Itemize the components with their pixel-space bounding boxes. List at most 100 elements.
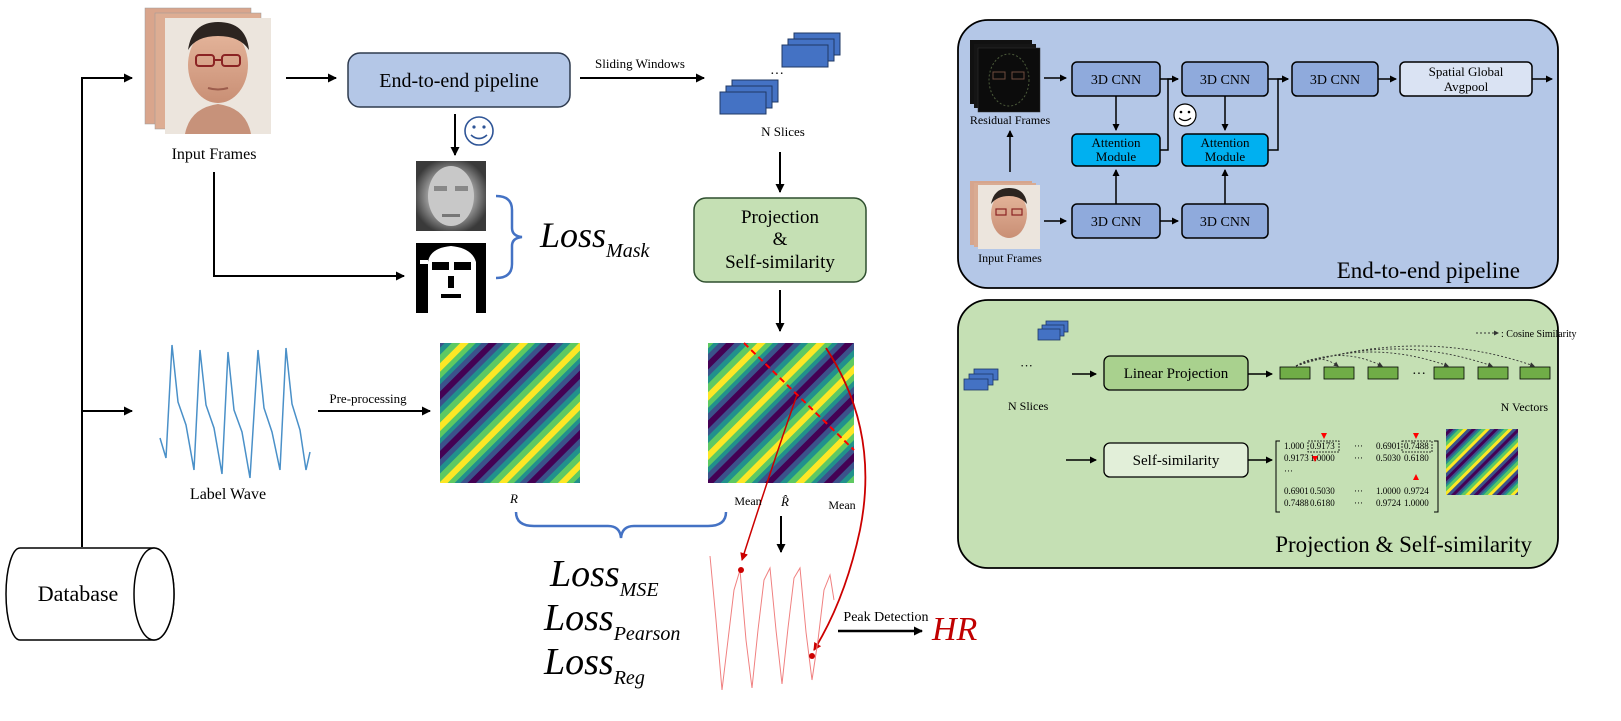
peak-detection-label: Peak Detection (843, 610, 928, 625)
matrix-cell: ··· (1284, 466, 1293, 476)
matrix-cell: 0.9724 (1404, 486, 1429, 496)
r-rhat-brace (514, 511, 728, 539)
panel-projection-title: Projection & Self-similarity (1275, 532, 1532, 557)
svg-text:Attention: Attention (1091, 135, 1141, 150)
rhat-label: R̂ (780, 494, 789, 509)
database-cylinder: Database (5, 547, 175, 641)
svg-text:Avgpool: Avgpool (1444, 79, 1489, 94)
svg-text:3D CNN: 3D CNN (1310, 73, 1360, 88)
pipeline-box: End-to-end pipeline (347, 52, 571, 108)
matrix-cell: 0.7488 (1404, 441, 1429, 451)
svg-text:Module: Module (1096, 149, 1137, 164)
residual-frames-label: Residual Frames (970, 113, 1051, 127)
label-wave-label: Label Wave (190, 486, 266, 503)
n-slices-icon: ··· (719, 32, 841, 115)
binary-mask-image (416, 243, 486, 313)
matrix-cell: 0.9173 (1310, 441, 1335, 451)
label-wave-plot (159, 344, 311, 479)
svg-text:3D CNN: 3D CNN (1091, 215, 1141, 230)
cnn-top-2: 3D CNN (1181, 61, 1269, 97)
residual-frames-image (970, 40, 1041, 113)
projection-line2: & (773, 229, 788, 250)
panel-projection: ··· N Slices Linear Projection ··· (957, 299, 1577, 569)
svg-text:Self-similarity: Self-similarity (1133, 453, 1220, 469)
self-similarity-map-small (1446, 429, 1518, 495)
svg-text:···: ··· (1412, 367, 1426, 382)
mask-brace (495, 194, 523, 280)
cnn-bottom-2: 3D CNN (1181, 203, 1269, 239)
matrix-cell: 0.5030 (1310, 486, 1335, 496)
matrix-cell: ··· (1354, 441, 1363, 451)
svg-text:LossReg: LossReg (543, 641, 645, 689)
svg-text:LossMask: LossMask (539, 215, 650, 262)
predicted-mask-image (416, 161, 486, 231)
database-label: Database (38, 581, 119, 606)
matrix-cell: 0.9724 (1376, 498, 1401, 508)
matrix-cell: 0.7488 (1284, 498, 1309, 508)
attention-module-2: Attention Module (1181, 133, 1269, 167)
matrix-cell: 0.5030 (1376, 453, 1401, 463)
svg-text:3D CNN: 3D CNN (1200, 215, 1250, 230)
matrix-cell: 1.000 (1284, 441, 1305, 451)
preprocessing-label: Pre-processing (329, 391, 407, 406)
svg-text:LossMSE: LossMSE (549, 553, 659, 601)
input-frames-stack (144, 7, 271, 134)
sliding-windows-label: Sliding Windows (595, 56, 685, 71)
projection-line1: Projection (741, 207, 820, 228)
mean-arrow-right (813, 347, 867, 651)
matrix-cell: ··· (1354, 498, 1363, 508)
svg-text:···: ··· (1020, 358, 1033, 373)
linear-projection-box: Linear Projection (1103, 355, 1249, 391)
arrow-attn1-to-cnn2 (1160, 78, 1178, 151)
matrix-cell: 0.6180 (1310, 498, 1335, 508)
svg-text:Linear Projection: Linear Projection (1124, 366, 1229, 382)
cnn-bottom-1: 3D CNN (1071, 203, 1161, 239)
cnn-top-3: 3D CNN (1291, 61, 1379, 97)
input-frames-small-label: Input Frames (978, 251, 1042, 265)
svg-text:Spatial Global: Spatial Global (1429, 64, 1504, 79)
output-signal-plot (709, 555, 835, 691)
projection-line3: Self-similarity (725, 252, 835, 273)
matrix-cell: 0.9173 (1284, 453, 1309, 463)
svg-text:Attention: Attention (1200, 135, 1250, 150)
hr-label: HR (931, 611, 978, 648)
attention-module-1: Attention Module (1071, 133, 1161, 167)
r-stripe-map (440, 343, 580, 483)
input-frames-small-image (970, 181, 1040, 249)
smiley-icon (464, 116, 494, 146)
matrix-cell: 1.0000 (1376, 486, 1401, 496)
loss-mask-label: LossMask (539, 215, 650, 262)
svg-text:Module: Module (1205, 149, 1246, 164)
mean-right-label: Mean (828, 498, 855, 512)
input-frames-label: Input Frames (172, 146, 257, 163)
matrix-cell: 0.6901 (1376, 441, 1401, 451)
svg-text:LossPearson: LossPearson (543, 597, 680, 645)
pipeline-box-label: End-to-end pipeline (379, 70, 539, 92)
n-vectors-label: N Vectors (1501, 400, 1549, 414)
arrow-frames-to-mask (213, 172, 405, 281)
n-slices-small-label: N Slices (1008, 399, 1049, 413)
matrix-cell: 1.0000 (1404, 498, 1429, 508)
ellipsis-dots: ··· (770, 67, 784, 82)
n-slices-small-icon: ··· (963, 320, 1069, 391)
matrix-cell: 0.6901 (1284, 486, 1309, 496)
n-slices-label: N Slices (761, 124, 805, 139)
r-label: R (509, 491, 518, 506)
spatial-pool-box: Spatial Global Avgpool (1399, 61, 1533, 97)
cosine-legend-label: : Cosine Similarity (1501, 329, 1577, 340)
matrix-cell: ··· (1354, 486, 1363, 496)
svg-text:3D CNN: 3D CNN (1091, 73, 1141, 88)
mean-arrow-left (740, 394, 798, 561)
svg-text:3D CNN: 3D CNN (1200, 73, 1250, 88)
matrix-cell: ··· (1354, 453, 1363, 463)
face-photo (165, 18, 271, 134)
rhat-stripe-map (708, 342, 855, 483)
panel-pipeline-title: End-to-end pipeline (1337, 258, 1520, 283)
matrix-cell: 0.6180 (1404, 453, 1429, 463)
loss-pearson-label: LossPearson (543, 597, 680, 645)
matrix-cell: 1.0000 (1310, 453, 1335, 463)
mean-left-label: Mean (734, 494, 761, 508)
cnn-top-1: 3D CNN (1071, 61, 1161, 97)
